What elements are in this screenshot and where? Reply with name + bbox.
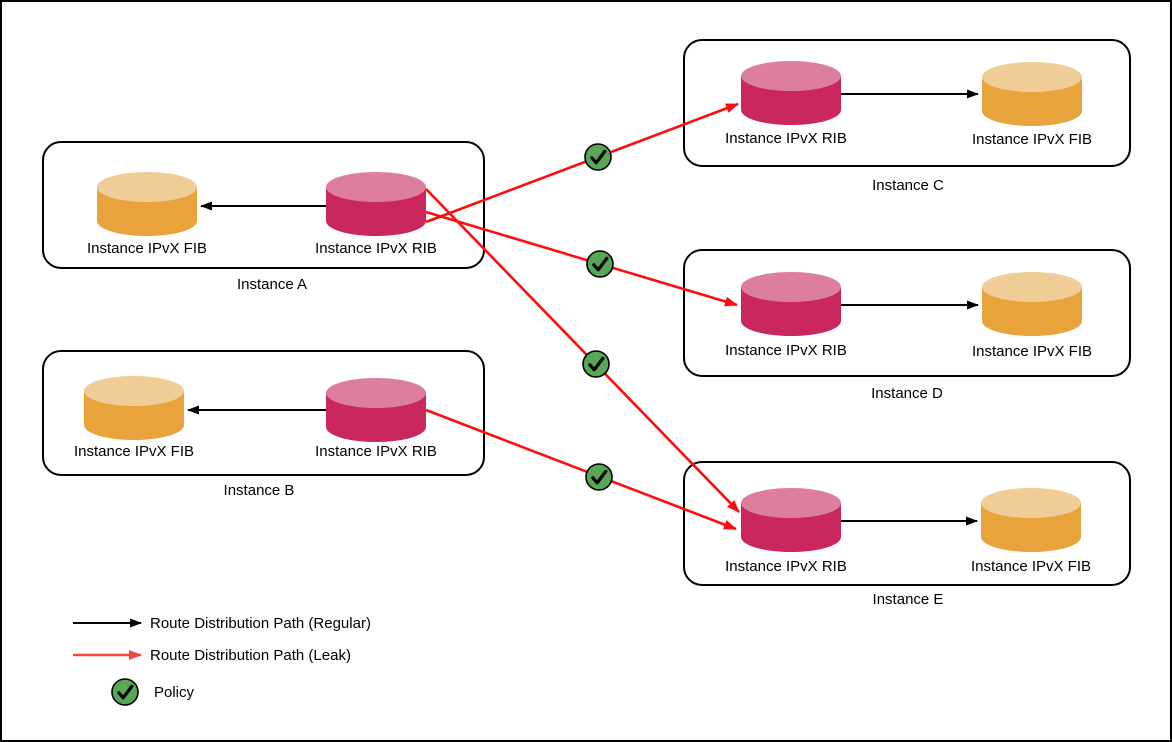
instance-b-rib-cylinder	[326, 378, 426, 442]
policy-check-icon	[582, 350, 610, 378]
instance-e-title: Instance E	[872, 591, 944, 608]
instance-c-fib-label: Instance IPvX FIB	[971, 131, 1093, 148]
legend-regular-label: Route Distribution Path (Regular)	[150, 615, 371, 632]
instance-d-title: Instance D	[871, 385, 943, 402]
instance-b-fib-label: Instance IPvX FIB	[73, 443, 195, 460]
policy-check-icon	[586, 250, 614, 278]
leak-path-a-to-e	[425, 188, 740, 513]
instance-d-rib-cylinder	[741, 272, 841, 336]
policy-check-icon	[584, 143, 612, 171]
legend-policy-check-icon	[111, 678, 139, 706]
instance-c-rib-label: Instance IPvX RIB	[725, 130, 847, 147]
instance-d-fib-cylinder	[982, 272, 1082, 336]
instance-b-fib-cylinder	[84, 376, 184, 440]
leak-path-a-to-d	[425, 210, 738, 307]
instance-c-rib-cylinder	[741, 61, 841, 125]
instance-c-title: Instance C	[872, 177, 944, 194]
instance-e-fib-label: Instance IPvX FIB	[970, 558, 1092, 575]
leak-path-a-to-c	[425, 102, 739, 224]
instance-d-fib-label: Instance IPvX FIB	[971, 343, 1093, 360]
instance-a-title: Instance A	[236, 276, 308, 293]
legend-leak-label: Route Distribution Path (Leak)	[150, 647, 351, 664]
instance-a-rib-label: Instance IPvX RIB	[315, 240, 437, 257]
instance-a-fib-label: Instance IPvX FIB	[86, 240, 208, 257]
instance-b-title: Instance B	[223, 482, 295, 499]
policy-check-icon	[585, 463, 613, 491]
instance-a-rib-cylinder	[326, 172, 426, 236]
instance-a-fib-cylinder	[97, 172, 197, 236]
instance-e-rib-label: Instance IPvX RIB	[725, 558, 847, 575]
instance-e-rib-cylinder	[741, 488, 841, 552]
legend-policy-label: Policy	[154, 684, 195, 701]
instance-d-rib-label: Instance IPvX RIB	[725, 342, 847, 359]
instance-e-fib-cylinder	[981, 488, 1081, 552]
instance-c-fib-cylinder	[982, 62, 1082, 126]
leak-path-b-to-e	[425, 408, 737, 531]
instance-b-rib-label: Instance IPvX RIB	[315, 443, 437, 460]
